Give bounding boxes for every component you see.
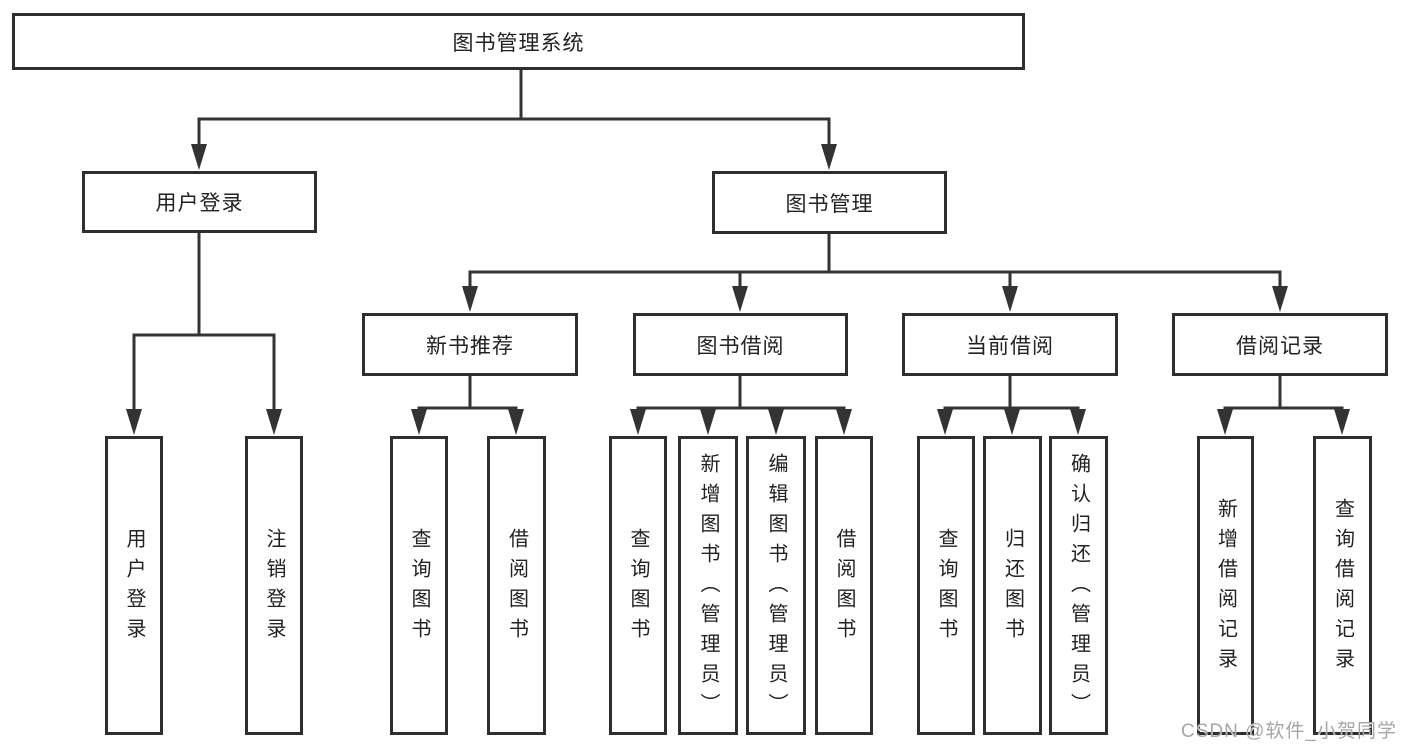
arrowhead-icon xyxy=(1002,286,1018,312)
arrowhead-icon xyxy=(821,144,837,170)
csdn-watermark: CSDN @软件_小贺同学 xyxy=(1181,721,1397,742)
node-book-management: 图书管理 xyxy=(712,171,947,234)
leaf-label: 借阅图书 xyxy=(833,527,855,648)
leaf-label: 注销登录 xyxy=(263,527,285,648)
arrowheads xyxy=(126,144,1350,435)
node-leaf-user-login: 用户登录 xyxy=(105,436,163,735)
node-leaf-return-books: 归还图书 xyxy=(983,436,1042,735)
node-leaf-logout: 注销登录 xyxy=(245,436,303,735)
leaf-label: 编辑图书（管理员） xyxy=(765,452,787,723)
node-leaf-query-books-2: 查询图书 xyxy=(609,436,667,735)
node-current-borrowing: 当前借阅 xyxy=(902,313,1118,376)
arrowhead-icon xyxy=(1217,409,1233,435)
arrowhead-icon xyxy=(266,409,282,435)
node-leaf-add-books-admin: 新增图书（管理员） xyxy=(678,436,738,735)
arrowhead-icon xyxy=(508,409,524,435)
leaf-label: 新增图书（管理员） xyxy=(697,452,719,723)
node-leaf-query-books-3: 查询图书 xyxy=(917,436,975,735)
arrowhead-icon xyxy=(1070,409,1086,435)
node-leaf-borrow-books-2: 借阅图书 xyxy=(815,436,873,735)
node-leaf-query-books-1: 查询图书 xyxy=(390,436,448,735)
leaf-label: 确认归还（管理员） xyxy=(1067,452,1090,723)
leaf-label: 查询图书 xyxy=(627,527,649,648)
arrowhead-icon xyxy=(700,409,716,435)
node-leaf-add-borrow-record: 新增借阅记录 xyxy=(1197,436,1254,735)
node-leaf-edit-books-admin: 编辑图书（管理员） xyxy=(746,436,806,735)
leaf-label: 新增借阅记录 xyxy=(1214,497,1237,678)
connector-paths xyxy=(132,70,1344,414)
leaf-label: 用户登录 xyxy=(123,527,145,648)
arrowhead-icon xyxy=(1004,409,1020,435)
arrowhead-icon xyxy=(1334,409,1350,435)
leaf-label: 查询图书 xyxy=(408,527,430,648)
node-library-management-system: 图书管理系统 xyxy=(12,13,1025,70)
arrowhead-icon xyxy=(937,409,953,435)
leaf-label: 查询图书 xyxy=(935,527,957,648)
node-borrowing-records: 借阅记录 xyxy=(1172,313,1388,376)
arrowhead-icon xyxy=(191,144,207,170)
arrowhead-icon xyxy=(411,409,427,435)
arrowhead-icon xyxy=(630,409,646,435)
leaf-label: 借阅图书 xyxy=(505,527,528,648)
arrowhead-icon xyxy=(836,409,852,435)
node-new-book-recommendation: 新书推荐 xyxy=(362,313,578,376)
node-leaf-borrow-books-1: 借阅图书 xyxy=(487,436,546,735)
node-leaf-confirm-return-admin: 确认归还（管理员） xyxy=(1049,436,1108,735)
arrowhead-icon xyxy=(732,286,748,312)
arrowhead-icon xyxy=(1272,286,1288,312)
node-leaf-query-borrow-record: 查询借阅记录 xyxy=(1313,436,1372,735)
arrowhead-icon xyxy=(768,409,784,435)
leaf-label: 归还图书 xyxy=(1001,527,1024,648)
arrowhead-icon xyxy=(126,409,142,435)
node-book-borrowing: 图书借阅 xyxy=(633,313,848,376)
leaf-label: 查询借阅记录 xyxy=(1331,497,1354,678)
arrowhead-icon xyxy=(462,286,478,312)
node-user-login: 用户登录 xyxy=(82,171,317,233)
